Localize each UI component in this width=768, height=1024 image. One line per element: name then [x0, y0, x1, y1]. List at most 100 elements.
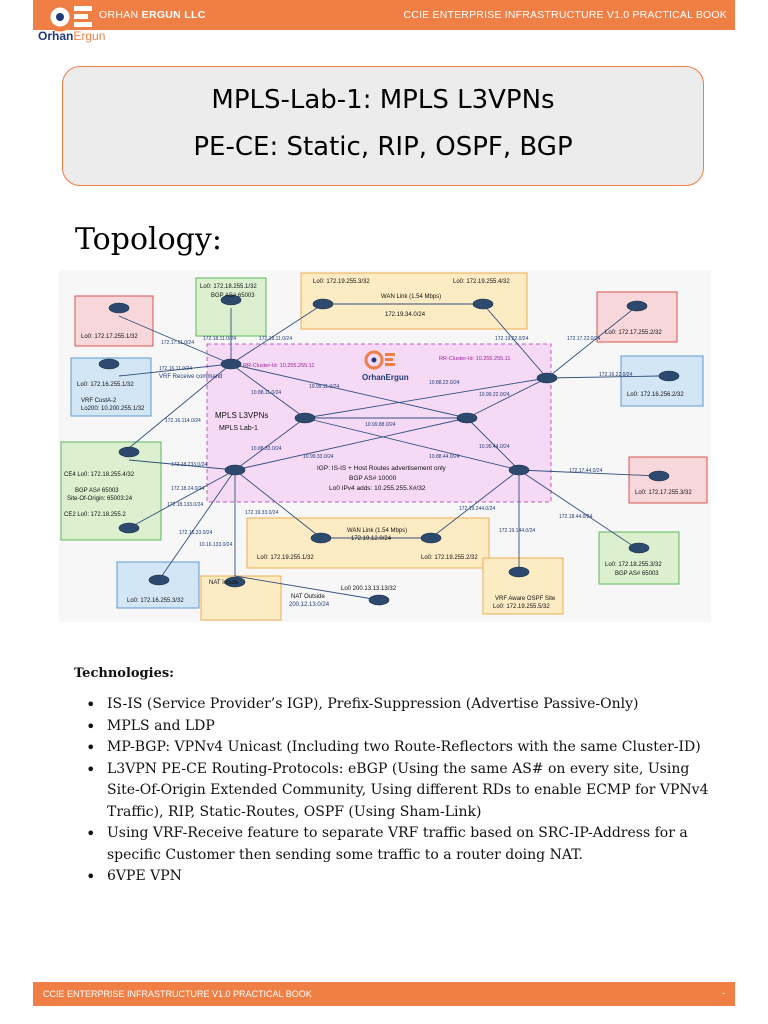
wan-top-label: WAN Link (1.54 Mbps) [381, 294, 441, 300]
svg-text:172.18.24.0/24: 172.18.24.0/24 [171, 486, 205, 492]
core-igp-text: IGP: IS-IS + Host Routes advertisement o… [317, 465, 447, 472]
svg-text:172.16.33.0/24: 172.16.33.0/24 [179, 530, 213, 536]
svg-text:172.16.11.0/24: 172.16.11.0/24 [159, 366, 192, 372]
nat-net-text: 200.12.13.0/24 [289, 602, 330, 608]
svg-text:172.19.144.0/24: 172.19.144.0/24 [499, 528, 535, 534]
title-box: MPLS-Lab-1: MPLS L3VPNs PE-CE: Static, R… [62, 66, 704, 186]
core-title-1: MPLS L3VPNs [215, 411, 268, 420]
svg-text:172.17.11.0/24: 172.17.11.0/24 [161, 340, 194, 346]
center-orhan-ergun-logo-icon: OrhanErgun [362, 350, 409, 382]
rip-site-left-box [74, 295, 154, 347]
svg-text:10.88.44.0/24: 10.88.44.0/24 [429, 454, 460, 460]
rip-right2-lo: Lo0: 172.17.255.3/32 [635, 490, 692, 496]
svg-text:10.99.44.0/24: 10.99.44.0/24 [479, 444, 510, 450]
wan-top-net: 172.19.34.0/24 [385, 312, 426, 318]
ospf-bottom-lo-right: Lo0: 172.19.255.2/32 [421, 555, 478, 561]
ospf-top-lo-right: Lo0: 172.19.255.4/32 [453, 279, 510, 285]
vrf-lo200-text: Lo200: 10.200.255.1/32 [81, 406, 145, 412]
topology-heading: Topology: [75, 222, 222, 257]
footer-bar: CCIE ENTERPRISE INFRASTRUCTURE V1.0 PRAC… [33, 982, 735, 1006]
nat-inside-text: NAT Inside [209, 580, 239, 586]
header-company: ORHAN ERGUN LLC [99, 9, 206, 21]
ospf-site-bottom-box [246, 517, 490, 569]
topology-diagram: OrhanErgun MPLS L3VPNs MPLS Lab-1 IGP: I… [59, 270, 711, 622]
ce2-lo: CE2 Lo0: 172.18.255.2 [64, 512, 126, 518]
vrf-custa-text: VRF CustA-2 [81, 398, 117, 404]
ospf-bottom-lo-left: Lo0: 172.19.255.1/32 [257, 555, 314, 561]
core-as-text: BGP AS# 10000 [349, 475, 397, 482]
link-subnet-labels: 172.17.11.0/24 172.16.11.0/24 172.18.11.… [159, 336, 633, 548]
ospf-top-lo-left: Lo0: 172.19.255.3/32 [313, 279, 370, 285]
logo-wordmark: OrhanErgun [38, 29, 106, 43]
wan-bottom-net: 172.19.12.0/24 [351, 536, 392, 542]
svg-text:10.88.22.0/24: 10.88.22.0/24 [429, 380, 460, 386]
footer-book-title: CCIE ENTERPRISE INFRASTRUCTURE V1.0 PRAC… [43, 989, 312, 999]
site-of-origin-text: Site-Of-Origin: 65003:24 [67, 496, 133, 502]
svg-text:172.18.44.0/24: 172.18.44.0/24 [559, 514, 593, 520]
vrf-aware-text-2: Lo0: 172.19.255.5/32 [493, 604, 550, 610]
static-right-lo: Lo0: 172.16.256.2/32 [627, 392, 684, 398]
header-book-title: CCIE ENTERPRISE INFRASTRUCTURE V1.0 PRAC… [403, 9, 727, 21]
link-lines [118, 303, 660, 601]
static-left-lo: Lo0: 172.16.255.1/32 [77, 382, 134, 388]
bgp-top-lo: Lo0: 172.18.255.1/32 [200, 284, 257, 290]
rr-left-text: RR-Cluster-Id: 10.255.255.11 [243, 363, 314, 369]
core-lo0-text: Lo0 IPv4 adds: 10.255.255.X#/32 [329, 485, 426, 492]
list-item: MP-BGP: VPNv4 Unicast (Including two Rou… [74, 737, 714, 759]
svg-text:10.99.88.0/24: 10.99.88.0/24 [365, 422, 396, 428]
svg-text:172.17.22.0/24: 172.17.22.0/24 [567, 336, 601, 342]
svg-text:172.19.244.0/24: 172.19.244.0/24 [459, 506, 495, 512]
page-title-line2: PE-CE: Static, RIP, OSPF, BGP [193, 132, 573, 162]
svg-text:172.17.44.0/24: 172.17.44.0/24 [569, 468, 603, 474]
list-item: IS-IS (Service Provider’s IGP), Prefix-S… [74, 694, 714, 716]
svg-text:172.18.233.0/24: 172.18.233.0/24 [171, 462, 207, 468]
list-item: 6VPE VPN [74, 866, 714, 888]
rip-left-lo: Lo0: 172.17.255.1/32 [81, 334, 138, 340]
mpls-core-area [206, 343, 552, 503]
header-bar: ORHAN ERGUN LLC CCIE ENTERPRISE INFRASTR… [33, 0, 735, 30]
orhan-ergun-logo-icon [45, 3, 92, 32]
svg-text:172.19.22.0/24: 172.19.22.0/24 [495, 336, 529, 342]
list-item: L3VPN PE-CE Routing-Protocols: eBGP (Usi… [74, 759, 714, 824]
footer-page-number: - [722, 988, 725, 998]
svg-text:10.88.33.0/24: 10.88.33.0/24 [251, 446, 282, 452]
svg-text:172.19.33.0/24: 172.19.33.0/24 [245, 510, 279, 516]
svg-text:172.16.114.0/24: 172.16.114.0/24 [165, 418, 201, 424]
bgp-bottom-as: BGP AS# 65003 [615, 571, 659, 577]
svg-text:10.88.11.0/24: 10.88.11.0/24 [251, 390, 281, 396]
svg-text:172.18.133.0/24: 172.18.133.0/24 [167, 502, 203, 508]
nat-lo-text: Lo0 200.13.13.13/32 [341, 586, 397, 592]
vrf-receive-text: VRF Receive command [159, 374, 222, 380]
svg-text:10.99.22.0/24: 10.99.22.0/24 [479, 392, 510, 398]
bgp-top-as: BGP AS# 65003 [211, 293, 255, 299]
rr-right-text: RR-Cluster-Id: 10.255.255.11 [439, 356, 510, 362]
nat-outside-text: NAT Outside [291, 594, 325, 600]
svg-text:172.16.22.0/24: 172.16.22.0/24 [599, 372, 633, 378]
router-icons [98, 294, 680, 606]
vrf-aware-ospf-box [482, 557, 564, 615]
static-site-right-box [620, 355, 704, 407]
rip-site-right-box [596, 291, 678, 343]
ce4-lo: CE4 Lo0: 172.18.255.4/32 [64, 472, 135, 478]
static-bottom-lo: Lo0: 172.16.255.3/32 [127, 598, 184, 604]
svg-text:172.18.11.0/24: 172.18.11.0/24 [203, 336, 236, 342]
list-item: Using VRF-Receive feature to separate VR… [74, 823, 714, 866]
page-title-line1: MPLS-Lab-1: MPLS L3VPNs [211, 85, 555, 115]
bgp-site-left-box [60, 441, 162, 541]
svg-text:10.16.133.0/24: 10.16.133.0/24 [199, 542, 233, 548]
bgp-bottom-lo: Lo0: 172.18.255.3/32 [605, 562, 662, 568]
rip-right-lo: Lo0: 172.17.255.2/32 [605, 330, 662, 336]
rip-site-right2-box [628, 456, 708, 504]
bgp-left-as: BGP AS# 65003 [75, 488, 119, 494]
wan-bottom-label: WAN Link (1.54 Mbps) [347, 528, 407, 534]
svg-text:OrhanErgun: OrhanErgun [362, 373, 409, 382]
svg-text:10.99.11.0/24: 10.99.11.0/24 [309, 384, 339, 390]
core-title-2: MPLS Lab-1 [219, 425, 258, 432]
bgp-site-bottom-box [598, 531, 680, 585]
svg-text:172.19.11.0/24: 172.19.11.0/24 [259, 336, 292, 342]
vrf-aware-text-1: VRF Aware OSPF Site [495, 596, 556, 602]
list-item: MPLS and LDP [74, 716, 714, 738]
technologies-list: IS-IS (Service Provider’s IGP), Prefix-S… [74, 694, 714, 888]
technologies-heading: Technologies: [74, 666, 174, 681]
svg-text:10.99.33.0/24: 10.99.33.0/24 [303, 454, 334, 460]
